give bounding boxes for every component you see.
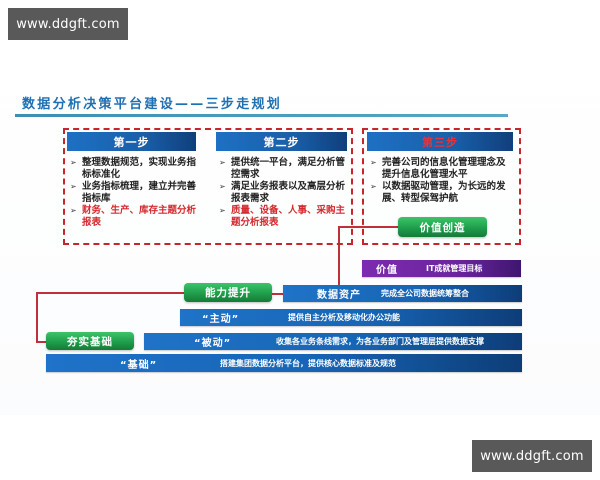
bullet-arrow-icon: ➢ bbox=[70, 158, 77, 167]
layer-key: “被动” bbox=[194, 338, 232, 349]
step-3-item: ➢以数据驱动管理，为长远的发展、转型保驾护航 bbox=[370, 181, 506, 204]
page-title: 数据分析决策平台建设——三步走规划 bbox=[22, 97, 283, 112]
bullet-arrow-icon: ➢ bbox=[370, 182, 377, 191]
layer-key: “主动” bbox=[202, 314, 240, 325]
step-3-header: 第三步 bbox=[367, 132, 513, 151]
layer-desc: 完成全公司数据统筹整合 bbox=[381, 289, 469, 298]
step-2-list: ➢提供统一平台，满足分析管控需求 ➢满足业务报表以及高层分析报表需求 ➢质量、设… bbox=[219, 157, 347, 229]
layer-desc: IT成就管理目标 bbox=[426, 264, 483, 273]
step-3-item: ➢完善公司的信息化管理理念及提升信息化管理水平 bbox=[370, 157, 506, 180]
step-2-item: ➢满足业务报表以及高层分析报表需求 bbox=[219, 181, 346, 204]
value-creation-label: 价值创造 bbox=[398, 217, 487, 237]
layer-key: 数据资产 bbox=[317, 290, 361, 301]
watermark-top-left: www.ddgft.com bbox=[8, 8, 128, 40]
bullet-arrow-icon: ➢ bbox=[370, 158, 377, 167]
layer-bar-value: 价值 IT成就管理目标 bbox=[362, 260, 521, 277]
layer-key: “基础” bbox=[120, 359, 158, 371]
capability-up-label: 能力提升 bbox=[184, 283, 272, 302]
bullet-arrow-icon: ➢ bbox=[70, 182, 77, 191]
step-2-item: ➢提供统一平台，满足分析管控需求 bbox=[219, 157, 346, 180]
layer-desc: 收集各业务条线需求，为各业务部门及管理层提供数据支撑 bbox=[276, 337, 484, 346]
layer-desc: 提供自主分析及移动化办公功能 bbox=[288, 313, 400, 322]
step-1-item-highlight: ➢财务、生产、库存主题分析报表 bbox=[70, 205, 197, 228]
bullet-arrow-icon: ➢ bbox=[219, 182, 226, 191]
connector-line bbox=[338, 226, 398, 228]
step-3-list: ➢完善公司的信息化管理理念及提升信息化管理水平 ➢以数据驱动管理，为长远的发展、… bbox=[370, 157, 512, 205]
step-2-header: 第二步 bbox=[216, 132, 347, 151]
connector-line bbox=[338, 226, 340, 294]
connector-line bbox=[36, 292, 184, 294]
step-3-group bbox=[362, 128, 521, 245]
layer-bar-passive: “被动” 收集各业务条线需求，为各业务部门及管理层提供数据支撑 bbox=[144, 333, 522, 350]
layer-bar-basic: “基础” 搭建集团数据分析平台，提供核心数据标准及规范 bbox=[46, 354, 522, 372]
step-1-item: ➢整理数据规范，实现业务指标标准化 bbox=[70, 157, 197, 180]
connector-line bbox=[36, 341, 46, 343]
foundation-label: 夯实基础 bbox=[46, 332, 134, 350]
connector-line bbox=[36, 292, 38, 342]
step-2-item-highlight: ➢质量、设备、人事、采购主题分析报表 bbox=[219, 205, 346, 228]
layer-desc: 搭建集团数据分析平台，提供核心数据标准及规范 bbox=[220, 358, 396, 368]
watermark-bottom-right: www.ddgft.com bbox=[472, 440, 592, 472]
step-1-list: ➢整理数据规范，实现业务指标标准化 ➢业务指标梳理，建立并完善指标库 ➢财务、生… bbox=[70, 157, 198, 229]
title-underline bbox=[15, 114, 508, 117]
bullet-arrow-icon: ➢ bbox=[70, 206, 77, 215]
layer-bar-data-assets: 数据资产 完成全公司数据统筹整合 bbox=[283, 285, 522, 302]
layer-key: 价值 bbox=[376, 265, 398, 276]
bullet-arrow-icon: ➢ bbox=[219, 158, 226, 167]
step-1-item: ➢业务指标梳理，建立并完善指标库 bbox=[70, 181, 197, 204]
step-1-header: 第一步 bbox=[67, 132, 196, 151]
steps-1-2-group bbox=[63, 128, 353, 245]
bullet-arrow-icon: ➢ bbox=[219, 206, 226, 215]
layer-bar-active: “主动” 提供自主分析及移动化办公功能 bbox=[180, 309, 522, 326]
